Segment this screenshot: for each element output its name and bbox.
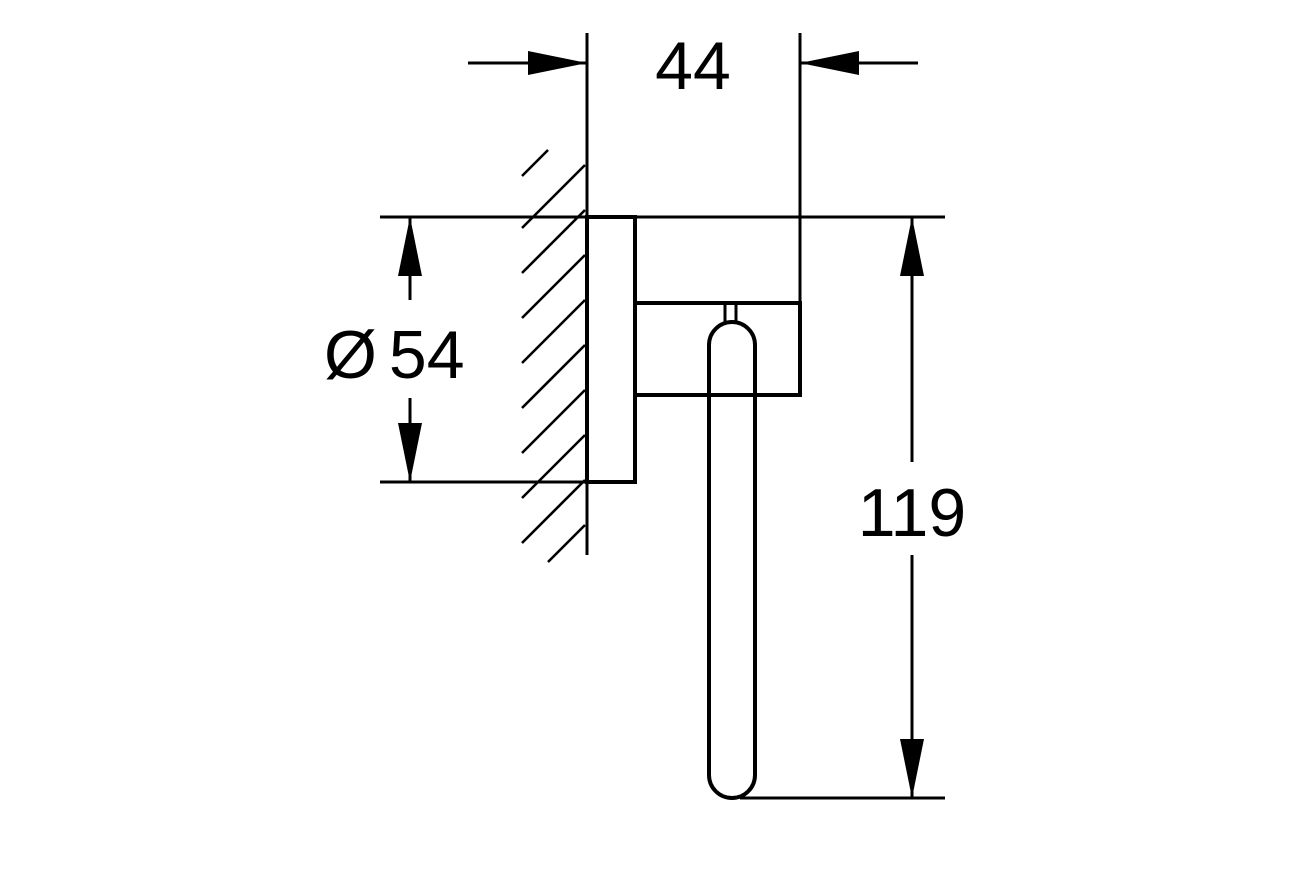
support-arm: [633, 301, 802, 397]
dimension-height-label: 119: [858, 475, 966, 551]
wall-hatching: [521, 149, 586, 563]
hook-bar: [707, 303, 757, 800]
dimension-height: 119: [635, 215, 966, 800]
holder-body: [585, 215, 802, 800]
dimension-projection-label: 44: [655, 28, 731, 104]
wall-rosette: [585, 215, 637, 484]
diameter-symbol: Ø: [324, 317, 377, 393]
wall: [521, 149, 589, 563]
dimension-projection: 44: [468, 28, 918, 303]
diameter-value: 54: [389, 317, 465, 393]
